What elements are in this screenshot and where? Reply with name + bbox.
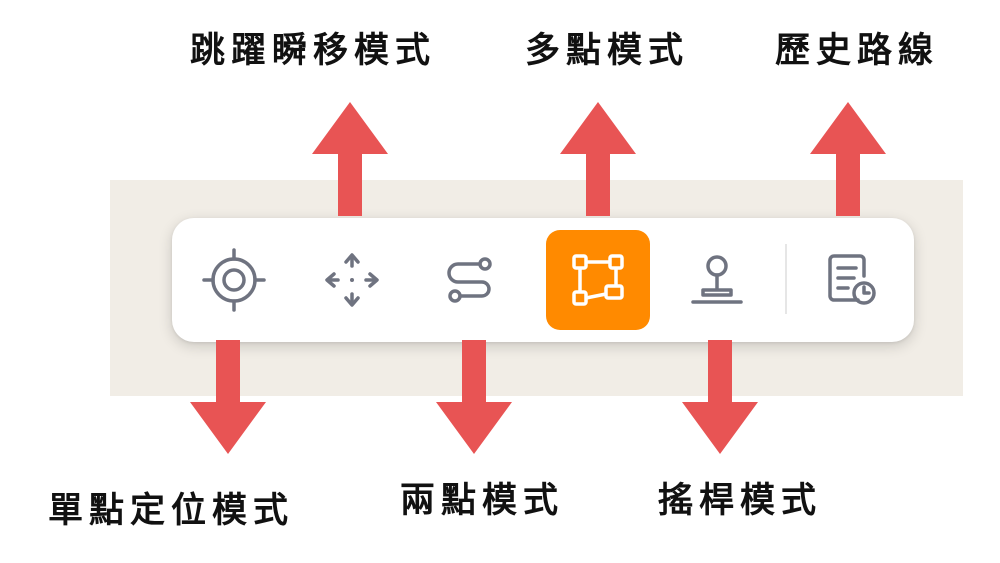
move-arrows-icon <box>325 253 379 307</box>
teleport-mode-label: 跳躍瞬移模式 <box>190 31 437 71</box>
arrow-down-joystick <box>682 340 758 454</box>
two-point-mode-label: 兩點模式 <box>400 481 565 521</box>
crosshair-icon <box>202 248 266 312</box>
route-icon <box>447 257 492 303</box>
toolbar-divider <box>785 244 787 314</box>
multi-point-mode-button[interactable] <box>546 230 650 330</box>
arrow-up-history <box>810 102 886 216</box>
two-point-mode-button[interactable] <box>418 230 522 330</box>
multi-point-mode-label: 多點模式 <box>525 31 690 71</box>
history-clock-icon <box>828 254 876 305</box>
single-point-mode-button[interactable] <box>182 230 286 330</box>
single-point-mode-label: 單點定位模式 <box>48 491 295 531</box>
mode-toolbar <box>172 218 914 342</box>
joystick-mode-button[interactable] <box>665 230 769 330</box>
teleport-mode-button[interactable] <box>300 230 404 330</box>
history-route-label: 歷史路線 <box>775 31 940 71</box>
polygon-points-icon <box>572 254 624 306</box>
arrow-down-two-point <box>436 340 512 454</box>
history-route-button[interactable] <box>800 230 904 330</box>
arrow-down-single-point <box>190 340 266 454</box>
joystick-icon <box>691 255 743 304</box>
arrow-up-multi-point <box>560 102 636 216</box>
joystick-mode-label: 搖桿模式 <box>658 481 823 521</box>
arrow-up-teleport <box>312 102 388 216</box>
